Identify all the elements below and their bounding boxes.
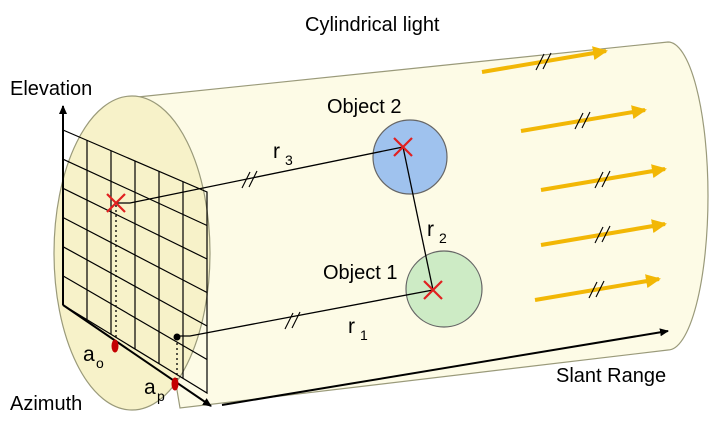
- r2-label: r 2: [427, 218, 447, 246]
- svg-text:r: r: [427, 218, 434, 241]
- light-arrow-ticks: [535, 52, 611, 299]
- object2-label: Object 2: [327, 96, 401, 118]
- x-cross-icon: [393, 137, 413, 157]
- grid-lines: [62, 140, 208, 379]
- light-arrow: [534, 274, 661, 302]
- cylinder-label: Cylindrical light: [305, 14, 440, 36]
- svg-text:a: a: [144, 376, 156, 399]
- ap-label: a p: [144, 376, 165, 404]
- slant-range-label: Slant Range: [556, 365, 666, 387]
- ray-r2: [402, 146, 434, 291]
- grid-line: [62, 275, 208, 361]
- svg-text:r: r: [273, 140, 280, 163]
- sensor-grid: [62, 129, 208, 395]
- light-arrow: [520, 105, 647, 133]
- svg-text:o: o: [96, 355, 104, 371]
- object-markers: [106, 137, 443, 300]
- x-cross-icon: [106, 193, 126, 213]
- ray-r3: [116, 146, 404, 204]
- ray-r1: [178, 289, 434, 337]
- cylinder-body: [127, 41, 709, 409]
- ray-ticks: [241, 170, 301, 330]
- azimuth-axis: [62, 304, 212, 407]
- r1-label: r 1: [348, 315, 368, 343]
- elevation-label: Elevation: [10, 78, 92, 100]
- rays: [116, 146, 434, 337]
- light-arrows: [481, 46, 667, 302]
- point-dot: [173, 333, 181, 341]
- x-cross-icon: [423, 280, 443, 300]
- r3-label: r 3: [273, 140, 293, 168]
- axes: [59, 105, 669, 407]
- svg-text:3: 3: [285, 152, 293, 168]
- svg-text:r: r: [348, 315, 355, 338]
- azimuth-marker-ao: [111, 339, 119, 353]
- azimuth-marker-ap: [171, 377, 179, 391]
- light-arrow: [540, 219, 667, 247]
- svg-text:a: a: [83, 343, 95, 366]
- svg-text:2: 2: [439, 230, 447, 246]
- svg-text:1: 1: [360, 327, 368, 343]
- cylinder: [53, 41, 709, 411]
- object1-label: Object 1: [323, 262, 397, 284]
- light-arrow: [540, 164, 667, 192]
- light-arrow: [481, 46, 608, 74]
- svg-text:p: p: [157, 388, 165, 404]
- projections: [115, 205, 178, 380]
- slant-range-axis: [221, 328, 669, 406]
- object2-circle: [372, 119, 448, 195]
- azimuth-label: Azimuth: [10, 393, 82, 415]
- object1-circle: [405, 250, 483, 328]
- ao-label: a o: [83, 343, 104, 371]
